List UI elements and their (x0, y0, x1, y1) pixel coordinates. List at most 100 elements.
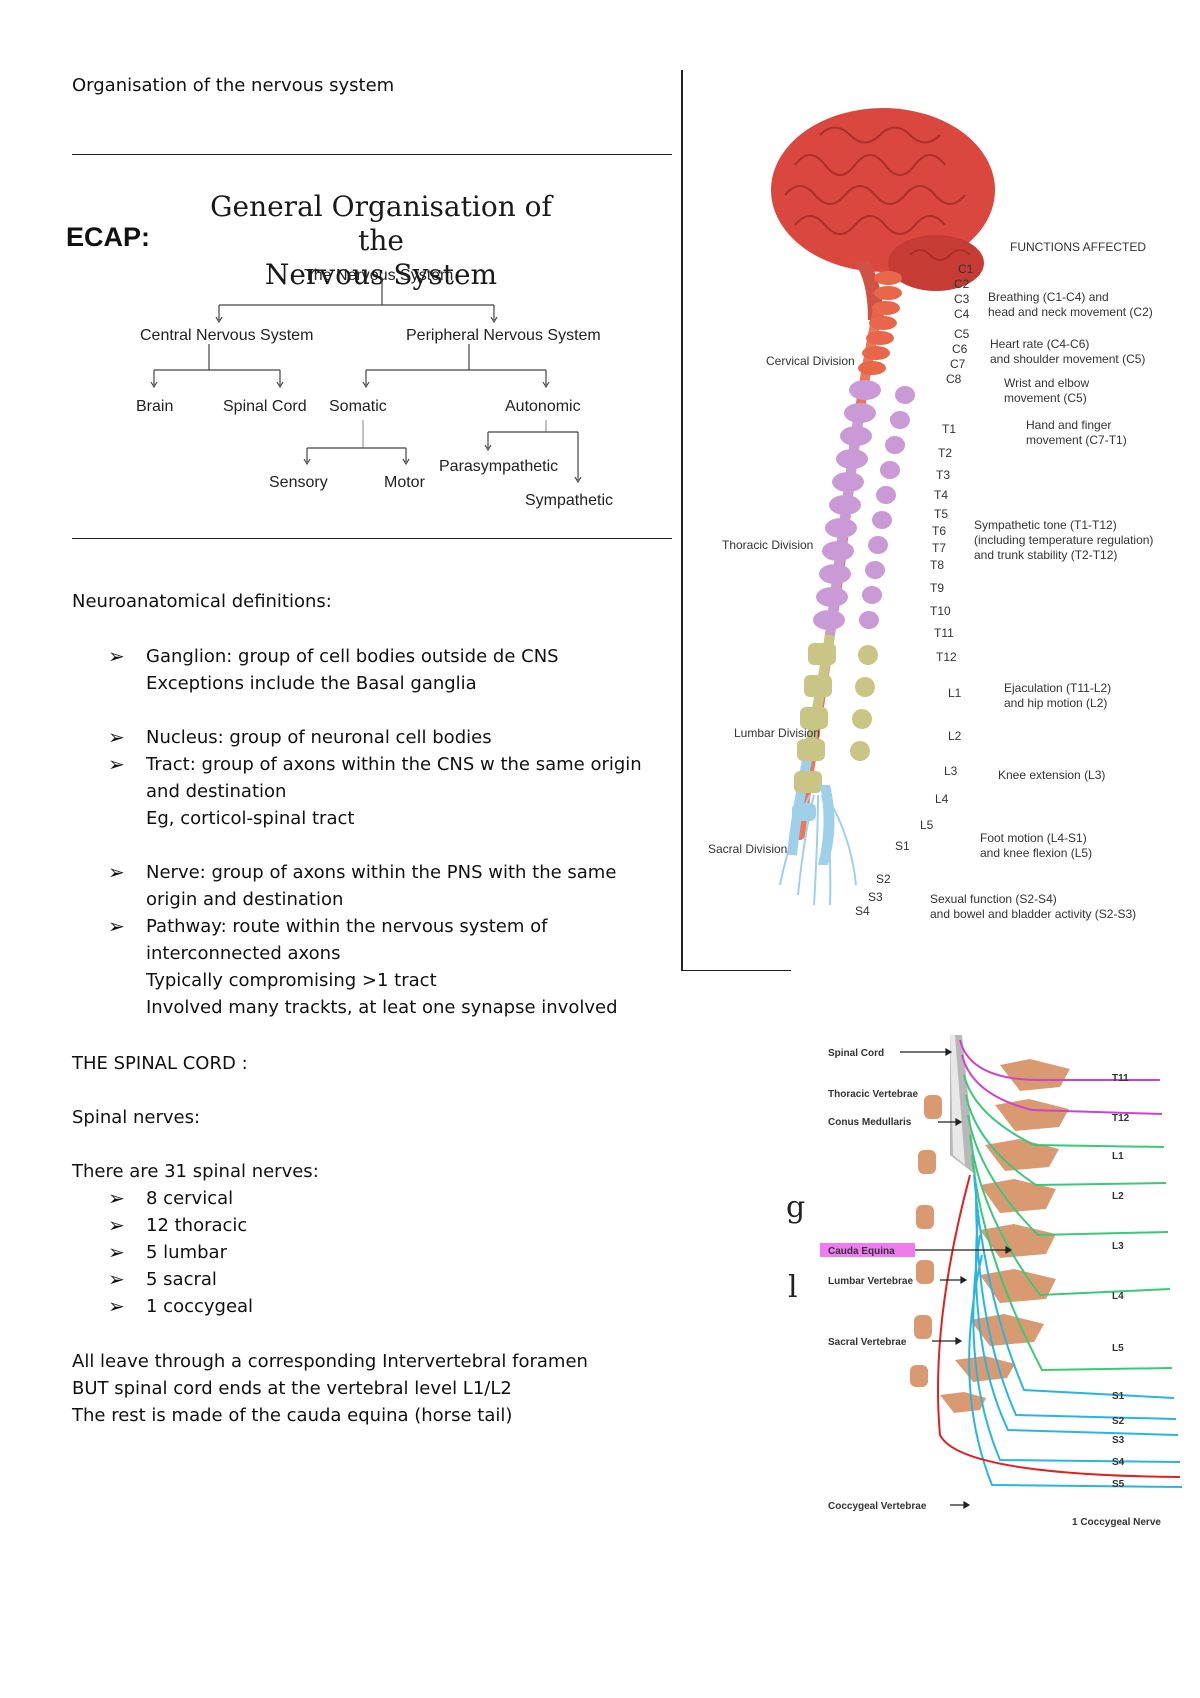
arrow-bullet-icon: ➢ (108, 725, 125, 749)
level-label: T1 (942, 422, 956, 436)
functions-labels: FUNCTIONS AFFECTED Breathing (C1-C4) and… (930, 240, 1153, 921)
level-label: C4 (954, 307, 970, 321)
cauda-left-label: Sacral Vertebrae (828, 1337, 907, 1348)
division-label: Cervical Division (766, 354, 855, 368)
division-label: Sacral Division (708, 842, 787, 856)
division-label: Thoracic Division (722, 538, 813, 552)
function-text: and trunk stability (T2-T12) (974, 548, 1117, 562)
cauda-left-label: Coccygeal Vertebrae (828, 1501, 927, 1512)
stray-glyph-g: g (786, 1190, 806, 1225)
recap-figure: ECAP: General Organisation of the Nervou… (66, 170, 672, 525)
function-text: head and neck movement (C2) (988, 305, 1153, 319)
level-label: L5 (920, 818, 934, 832)
list-item: ➢12 thoracic (108, 1213, 248, 1237)
function-text: Sexual function (S2-S4) (930, 892, 1057, 906)
cauda-right-label: L5 (1112, 1343, 1124, 1354)
definition-pathway: ➢ Pathway: route within the nervous syst… (108, 914, 618, 1018)
function-text: Wrist and elbow (1004, 376, 1089, 390)
function-text: and knee flexion (L5) (980, 846, 1092, 860)
definition-ganglion: ➢ Ganglion: group of cell bodies outside… (108, 644, 559, 694)
recap-title: General Organisation of the Nervous Syst… (196, 190, 566, 292)
level-label: L4 (935, 792, 949, 806)
spinal-nerves-intro: There are 31 spinal nerves: (72, 1161, 319, 1182)
recap-root: The Nervous System (304, 267, 454, 284)
cauda-left-label: Lumbar Vertebrae (828, 1276, 913, 1287)
definitions-heading: Neuroanatomical definitions: (72, 591, 332, 612)
spine-functions-svg: C1 C2 C3 C4 C5 C6 C7 C8 T1 T2 T3 T4 T5 T… (708, 108, 1153, 921)
note-line: All leave through a corresponding Interv… (72, 1351, 588, 1372)
cauda-right-label: S2 (1112, 1416, 1125, 1427)
function-text: Hand and finger (1026, 418, 1111, 432)
arrow-bullet-icon: ➢ (108, 1240, 125, 1264)
cauda-right-label: S5 (1112, 1479, 1125, 1490)
arrow-bullet-icon: ➢ (108, 752, 125, 776)
arrow-bullet-icon: ➢ (108, 1267, 125, 1291)
arrow-bullet-icon: ➢ (108, 1294, 125, 1318)
recap-sympathetic: Sympathetic (525, 492, 614, 509)
recap-word: ECAP: (66, 222, 151, 252)
level-label: T7 (932, 541, 946, 555)
recap-somatic: Somatic (329, 398, 387, 415)
level-label: T9 (930, 581, 944, 595)
page-title: Organisation of the nervous system (72, 75, 395, 96)
figure-frame-bottom (681, 970, 791, 971)
spinal-cord-heading: THE SPINAL CORD : (72, 1053, 248, 1074)
level-label: T2 (938, 446, 952, 460)
level-label: S4 (855, 904, 870, 918)
arrow-bullet-icon: ➢ (108, 644, 125, 668)
function-text: Sympathetic tone (T1-T12) (974, 518, 1117, 532)
level-label: C6 (952, 342, 968, 356)
functions-heading: FUNCTIONS AFFECTED (1010, 240, 1146, 254)
stray-glyph-l: l (788, 1270, 798, 1305)
level-label: C2 (954, 277, 970, 291)
definition-tract: ➢ Tract: group of axons within the CNS w… (108, 752, 642, 829)
function-text: Heart rate (C4-C6) (990, 337, 1089, 351)
recap-title-line2: Nervous System (264, 258, 498, 291)
recap-cns: Central Nervous System (140, 327, 314, 344)
level-label: T3 (936, 468, 950, 482)
level-label: S2 (876, 872, 891, 886)
function-text: Breathing (C1-C4) and (988, 290, 1109, 304)
level-label: T5 (934, 507, 948, 521)
function-text: Foot motion (L4-S1) (980, 831, 1087, 845)
list-item: ➢1 coccygeal (108, 1294, 254, 1318)
spine-functions-figure: C1 C2 C3 C4 C5 C6 C7 C8 T1 T2 T3 T4 T5 T… (700, 95, 1180, 935)
level-label: T8 (930, 558, 944, 572)
cauda-right-label: T12 (1112, 1113, 1130, 1124)
level-label: C3 (954, 292, 970, 306)
list-item: ➢5 lumbar (108, 1240, 227, 1264)
cauda-left-label: Thoracic Vertebrae (828, 1089, 918, 1100)
spinal-column (779, 271, 915, 906)
list-item: ➢5 sacral (108, 1267, 217, 1291)
cauda-right-label: S3 (1112, 1435, 1125, 1446)
function-text: (including temperature regulation) (974, 533, 1153, 547)
cauda-equina-svg: Spinal Cord Thoracic Vertebrae Conus Med… (820, 1035, 1183, 1528)
recap-spinal-cord: Spinal Cord (223, 398, 307, 415)
cauda-right-label: L2 (1112, 1191, 1124, 1202)
cauda-right-label: S4 (1112, 1457, 1125, 1468)
level-label: T12 (936, 650, 957, 664)
level-label: C8 (946, 372, 962, 386)
level-label: S1 (895, 839, 910, 853)
divider-bottom (72, 538, 672, 539)
definition-nucleus: ➢ Nucleus: group of neuronal cell bodies (108, 725, 492, 749)
recap-sensory: Sensory (269, 474, 328, 491)
level-label: T6 (932, 524, 946, 538)
level-label: T11 (934, 626, 954, 640)
spinal-nerves-subheading: Spinal nerves: (72, 1107, 201, 1128)
function-text: and hip motion (L2) (1004, 696, 1107, 710)
level-label: C1 (958, 262, 974, 276)
level-label: S3 (868, 890, 883, 904)
cauda-right-label: L3 (1112, 1241, 1124, 1252)
function-text: and shoulder movement (C5) (990, 352, 1145, 366)
cauda-right-label: T11 (1112, 1073, 1129, 1084)
level-label: L1 (948, 686, 962, 700)
level-label: L2 (948, 729, 962, 743)
cauda-left-label: Conus Medullaris (828, 1117, 912, 1128)
recap-motor: Motor (384, 474, 425, 491)
level-label: T4 (934, 488, 948, 502)
spinal-cord-notes: All leave through a corresponding Interv… (72, 1348, 588, 1429)
cauda-right-label: S1 (1112, 1391, 1125, 1402)
function-text: Knee extension (L3) (998, 768, 1105, 782)
arrow-bullet-icon: ➢ (108, 860, 125, 884)
